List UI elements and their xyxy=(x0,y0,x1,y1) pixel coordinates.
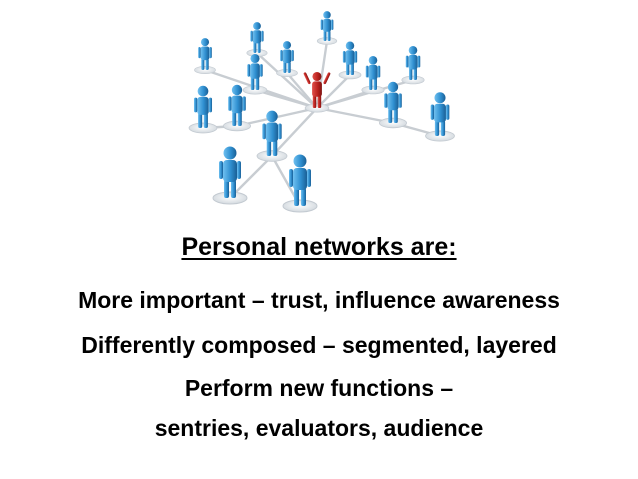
slide-heading: Personal networks are: xyxy=(0,231,638,263)
people-network-icon xyxy=(175,8,475,223)
bullet-line-2: Differently composed – segmented, layere… xyxy=(0,330,638,360)
person-icon xyxy=(289,155,311,207)
bullet-line-3: Perform new functions – xyxy=(0,373,638,403)
person-icon xyxy=(343,42,357,75)
person-icon xyxy=(406,46,421,80)
person-icon xyxy=(431,92,450,136)
person-icon xyxy=(366,56,381,90)
bullet-line-1: More important – trust, influence awaren… xyxy=(0,285,638,315)
person-icon xyxy=(198,38,212,70)
person-icon xyxy=(250,22,263,53)
bullet-line-4: sentries, evaluators, audience xyxy=(0,413,638,443)
person-icon xyxy=(280,41,294,73)
person-icon xyxy=(194,86,212,128)
person-icon xyxy=(321,11,334,41)
